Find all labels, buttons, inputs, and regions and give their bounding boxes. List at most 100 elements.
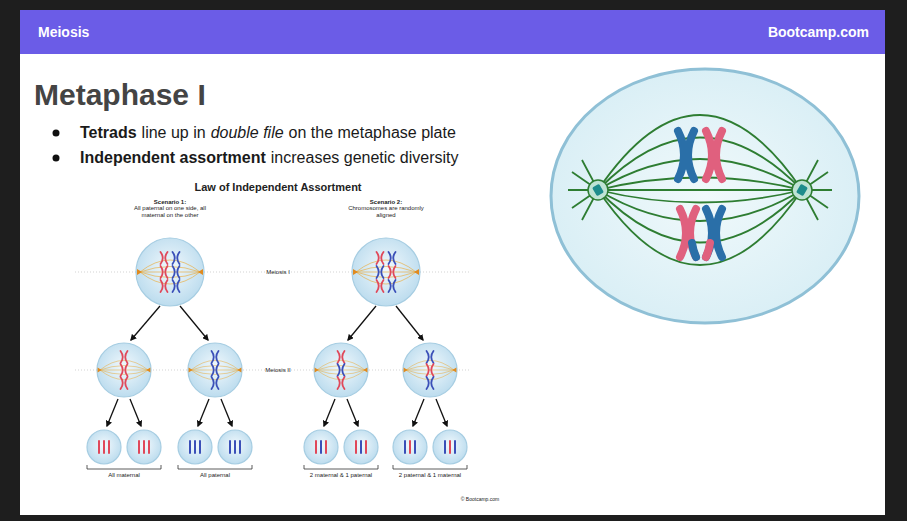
header-band: MeiosisBootcamp.com <box>20 10 885 54</box>
spindle <box>404 360 457 379</box>
spindle-fibers <box>598 115 802 265</box>
centriole <box>592 184 604 197</box>
maternal-chromosome <box>680 209 696 257</box>
maternal-chromosome <box>161 252 168 264</box>
group-bracket <box>304 465 378 469</box>
paternal-chromosome <box>389 280 396 292</box>
cell-outline <box>403 343 457 397</box>
bullet-text: Independent assortment <box>80 149 266 167</box>
centrosome <box>792 180 812 200</box>
gamete-cell <box>393 430 427 464</box>
division-arrow <box>348 306 376 340</box>
chromatids <box>678 131 694 179</box>
cell-outline <box>352 238 420 306</box>
aster-rays <box>568 160 832 220</box>
cell-outline <box>314 343 368 397</box>
bullet-text: double file <box>211 124 284 142</box>
outcome-label: 2 maternal & 1 paternal <box>301 472 381 479</box>
scenario-description: All paternal on one side, all maternal o… <box>127 205 213 218</box>
paternal-chromosome <box>427 377 434 389</box>
bullet-dot <box>53 130 60 137</box>
maternal-chromosome <box>706 131 722 179</box>
gamete-cell <box>344 430 378 464</box>
division-arrow <box>396 306 423 340</box>
maternal-chromatids <box>99 441 109 453</box>
outcome-label: All maternal <box>84 472 164 479</box>
chromatids <box>706 209 722 257</box>
cell-outline <box>188 343 242 397</box>
paternal-chromosome <box>212 351 219 363</box>
spindle <box>189 360 242 379</box>
bullet-text: Tetrads <box>80 124 137 142</box>
gamete-cells <box>87 430 467 464</box>
maternal-chromosome <box>161 280 168 292</box>
crossover-segment <box>706 243 710 257</box>
maternal-chromosome <box>161 266 168 278</box>
division-arrow <box>130 399 141 426</box>
division-arrow <box>436 399 447 426</box>
paternal-chromatids <box>360 441 362 453</box>
crossover-segment <box>692 243 696 257</box>
division-arrow <box>107 399 118 426</box>
maternal-chromosome <box>377 252 384 264</box>
division-arrow <box>180 306 208 340</box>
spindle <box>137 260 203 284</box>
cell-outline <box>136 238 204 306</box>
bullet-line: Tetradsline up indouble fileon the metap… <box>80 124 456 142</box>
maternal-chromatids <box>316 441 326 453</box>
maternal-chromosome <box>338 377 345 389</box>
meiosis-one-cell <box>136 238 204 306</box>
cell-membrane <box>551 69 859 323</box>
group-bracket <box>393 465 467 469</box>
gamete-cell <box>87 430 121 464</box>
paternal-chromatids <box>190 441 200 453</box>
paternal-chromosome <box>173 266 180 278</box>
division-arrows <box>107 399 447 426</box>
stage-label: Meiosis II <box>258 367 298 374</box>
bullet-line: Independent assortment increases genetic … <box>80 149 458 167</box>
bullet-text: line up in <box>142 124 206 142</box>
figure-title: Law of Independent Assortment <box>148 182 408 194</box>
gamete-cell <box>433 430 467 464</box>
paternal-chromatids <box>320 441 322 453</box>
chromatids <box>680 209 696 257</box>
division-arrow <box>221 399 232 426</box>
paternal-chromosome <box>338 364 345 376</box>
gamete-cell <box>178 430 212 464</box>
meiosis-two-cell <box>403 343 457 397</box>
paternal-chromatids <box>405 441 415 453</box>
maternal-chromatids <box>356 441 366 453</box>
outcome-label: 2 paternal & 1 maternal <box>390 472 470 479</box>
outcome-label: All paternal <box>175 472 255 479</box>
band-text: Bootcamp.com <box>768 24 869 40</box>
paternal-chromosome <box>377 266 384 278</box>
group-bracket <box>87 465 161 469</box>
maternal-chromosome <box>121 377 128 389</box>
maternal-chromosome <box>121 364 128 376</box>
metaphase-cell <box>551 69 859 323</box>
spindle <box>353 260 419 284</box>
brackets <box>87 465 467 469</box>
paternal-chromosome <box>427 351 434 363</box>
maternal-chromatids <box>449 441 451 453</box>
paternal-chromatids <box>445 441 455 453</box>
bullet-text: increases genetic diversity <box>271 149 459 167</box>
bullet-dot <box>53 155 60 162</box>
gamete-cell <box>127 430 161 464</box>
maternal-chromosome <box>338 351 345 363</box>
meiosis-two-cell <box>188 343 242 397</box>
scenario-heading: Scenario 2: <box>341 199 431 206</box>
paternal-chromosome <box>389 252 396 264</box>
spindle <box>315 360 368 379</box>
group-bracket <box>178 465 252 469</box>
slide-background <box>20 10 885 515</box>
maternal-chromatids <box>409 441 411 453</box>
paternal-chromosome <box>706 209 722 257</box>
maternal-chromosome <box>377 280 384 292</box>
chromatids <box>706 131 722 179</box>
centriole <box>796 184 808 197</box>
paternal-chromosome <box>678 131 694 179</box>
paternal-chromosome <box>173 280 180 292</box>
